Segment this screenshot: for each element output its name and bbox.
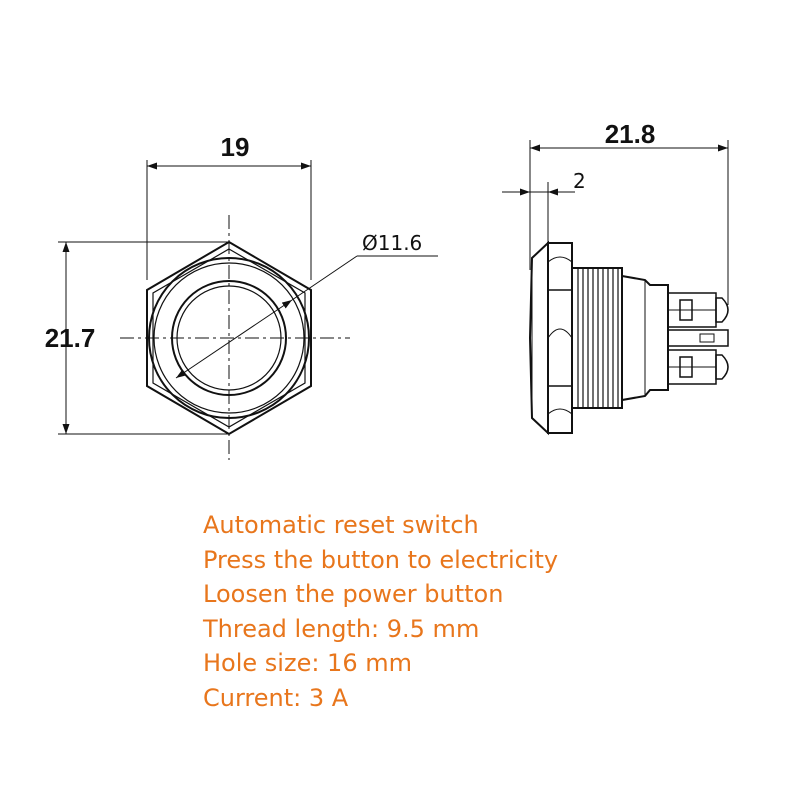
note-press-action: Press the button to electricity [203,545,559,574]
side-view [502,140,729,436]
note-thread-length: Thread length: 9.5 mm [203,614,480,643]
diameter-dimension-line [175,299,293,379]
nut-side-profile [547,242,573,434]
threaded-body [571,267,623,409]
diameter-dimension-label: Ø11.6 [362,231,422,255]
thread-lines [577,268,619,408]
note-release-action: Loosen the power button [203,580,504,608]
height-dimension-label: 21.7 [45,323,96,353]
rear-housing [621,274,669,402]
flange-dimension-label: 2 [573,169,586,193]
spec-notes: Automatic reset switch Press the button … [203,508,558,715]
center-pin-tip [699,333,715,343]
note-reset-type: Automatic reset switch [203,511,479,539]
lower-terminal-screw [715,354,729,380]
upper-terminal [667,292,729,328]
center-pin [667,329,729,347]
lower-terminal [667,349,729,385]
nut-chamfer-2 [547,328,573,339]
width-dimension-label: 19 [221,132,250,162]
length-dimension-label: 21.8 [605,119,656,149]
diameter-leader-line [291,255,358,301]
front-view [58,160,438,460]
nut-chamfer-3 [547,408,573,415]
bezel-profile [528,240,549,436]
upper-terminal-screw [715,297,729,323]
nut-chamfer-1 [547,256,573,263]
note-hole-size: Hole size: 16 mm [203,649,412,677]
note-current: Current: 3 A [203,683,349,712]
